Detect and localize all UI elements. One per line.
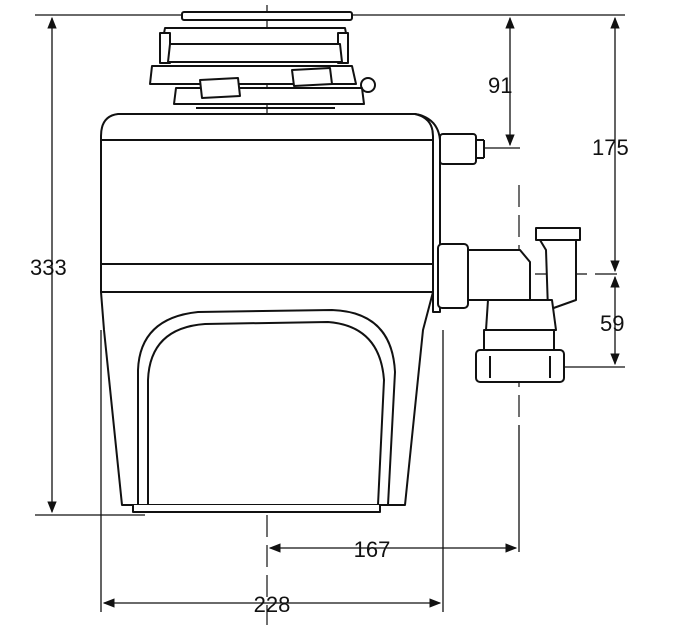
label-59: 59: [600, 311, 624, 336]
base-plate: [132, 505, 381, 513]
label-167: 167: [354, 537, 391, 562]
clip-left: [199, 77, 241, 99]
release-lever: [360, 77, 376, 93]
clip-right: [291, 67, 333, 87]
trap-coupling: [483, 329, 555, 351]
slip-nut: [475, 349, 565, 383]
front-recess-inner: [147, 321, 385, 506]
front-recess-outer: [137, 309, 396, 506]
sink-flange: [181, 11, 353, 21]
trap-elbow: [539, 239, 577, 311]
trap-body: [485, 299, 557, 331]
mounting-ring-middle: [167, 43, 343, 63]
mounting-ring-top: [161, 27, 349, 45]
dishwasher-inlet: [439, 133, 477, 165]
label-91: 91: [488, 73, 512, 98]
disposer-unit: [100, 11, 581, 513]
label-228: 228: [254, 592, 291, 617]
lower-housing: [100, 291, 434, 506]
label-175: 175: [592, 135, 629, 160]
trap-cap: [535, 227, 581, 241]
discharge-tube: [467, 249, 531, 301]
dimension-lines: [35, 14, 625, 612]
label-333: 333: [30, 255, 67, 280]
discharge-flange: [437, 243, 469, 309]
side-bracket: [414, 113, 441, 313]
